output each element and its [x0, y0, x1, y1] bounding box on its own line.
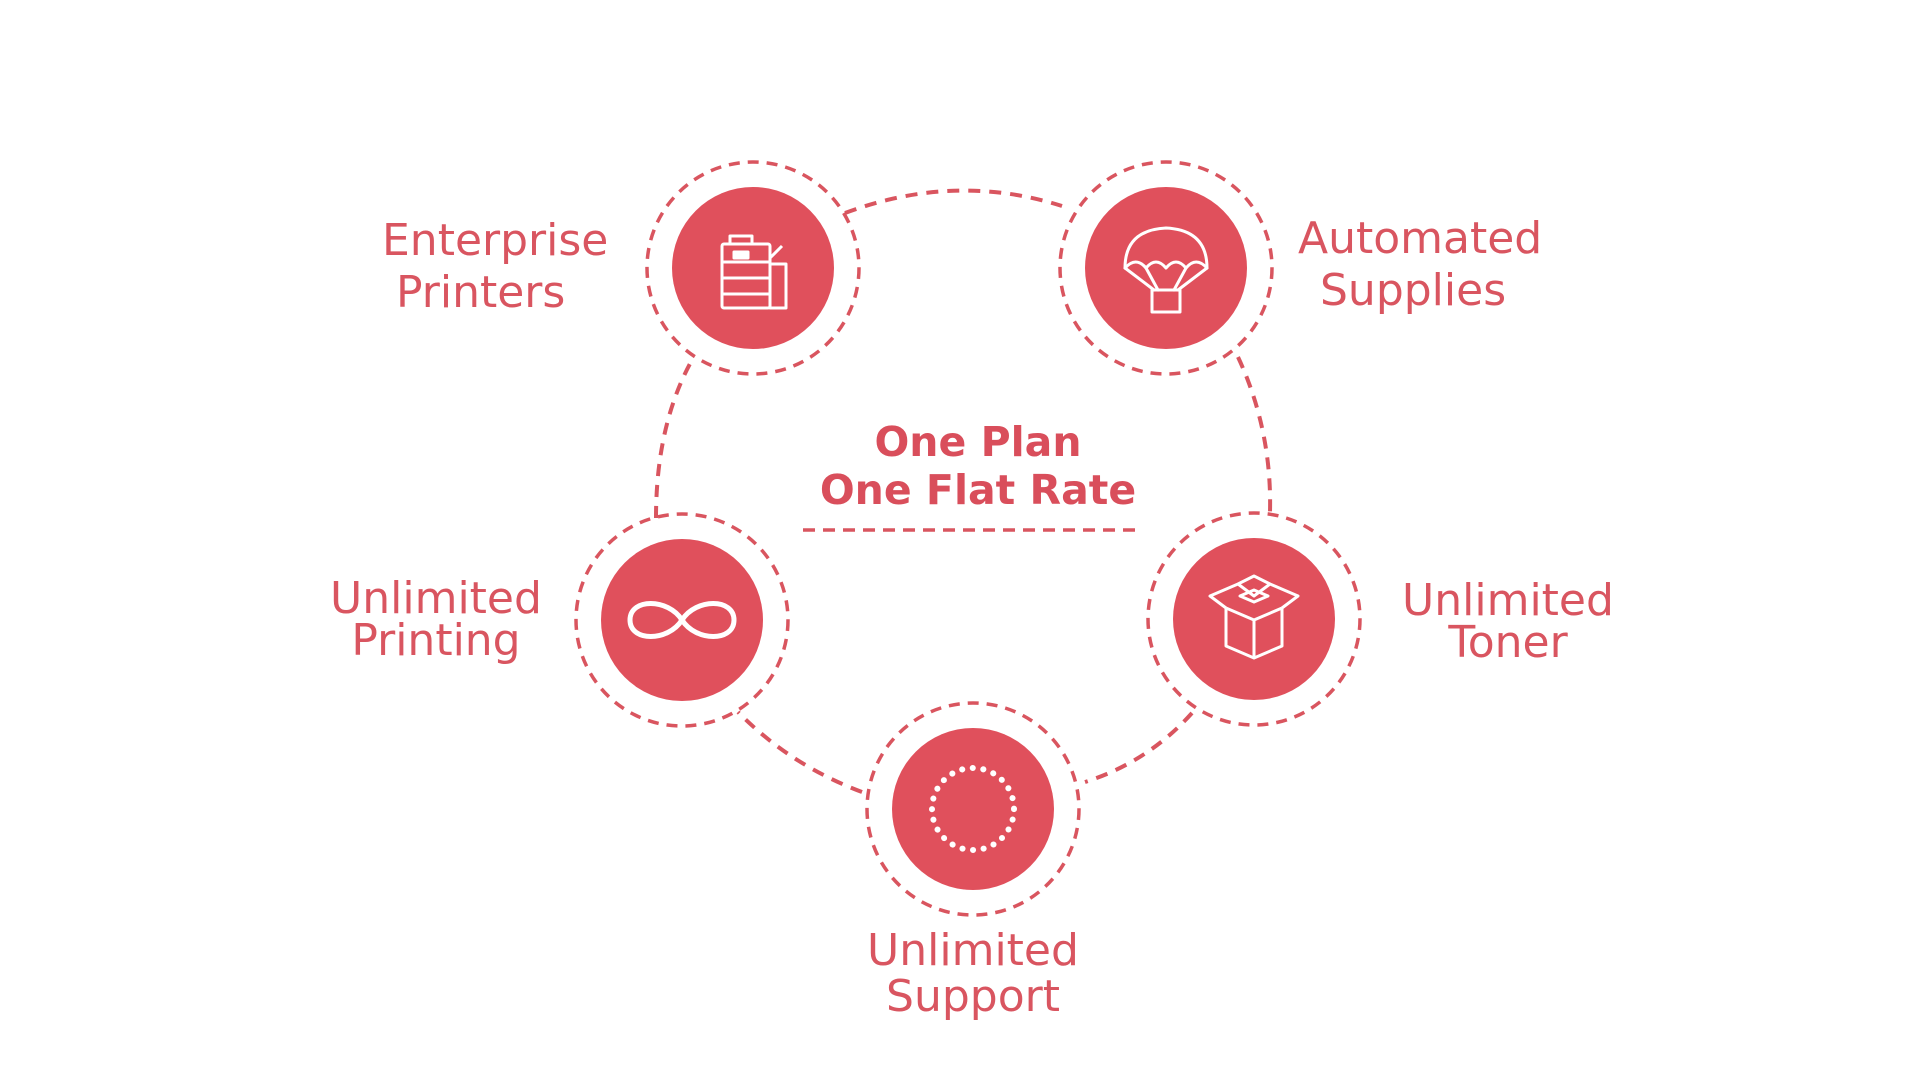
label-unlimited-toner: Unlimited Toner: [1388, 575, 1628, 668]
label-line1: Enterprise: [382, 215, 609, 266]
open-box-icon: [1208, 574, 1300, 660]
infinity-icon: [627, 601, 737, 639]
connector-printers-supplies: [844, 188, 1063, 215]
connector-ring: [654, 188, 1273, 794]
dotted-circle-icon: [929, 765, 1017, 853]
label-unlimited-printing: Unlimited Printing: [316, 573, 556, 666]
center-title-line1: One Plan: [874, 418, 1082, 466]
parachute-icon: [1123, 226, 1209, 314]
label-line2: Support: [886, 971, 1060, 1022]
label-line1: Automated: [1298, 213, 1543, 264]
label-automated-supplies: Automated Supplies: [1298, 213, 1542, 317]
connector-printing-printers: [654, 359, 694, 519]
label-enterprise-printers: Enterprise Printers: [382, 215, 608, 319]
label-line1: Unlimited: [1402, 575, 1614, 626]
label-line2: Toner: [1448, 617, 1568, 668]
label-line2: Printing: [351, 615, 521, 666]
label-unlimited-support: Unlimited Support: [853, 928, 1093, 1020]
label-line2: Supplies: [1320, 265, 1507, 316]
node-enterprise-printers: [645, 160, 861, 376]
node-unlimited-support: [865, 701, 1081, 917]
label-line2: Printers: [396, 267, 566, 318]
label-line1: Unlimited: [330, 573, 542, 624]
label-line1: Unlimited: [867, 925, 1079, 976]
connector-support-printing: [736, 710, 863, 794]
connector-toner-support: [1084, 711, 1194, 784]
node-unlimited-toner: [1146, 511, 1362, 727]
printer-icon: [720, 234, 788, 310]
node-automated-supplies: [1058, 160, 1274, 376]
center-title: One Plan One Flat Rate: [768, 418, 1188, 514]
node-unlimited-printing: [574, 512, 790, 728]
connector-supplies-toner: [1236, 356, 1273, 513]
center-title-line2: One Flat Rate: [819, 466, 1137, 514]
